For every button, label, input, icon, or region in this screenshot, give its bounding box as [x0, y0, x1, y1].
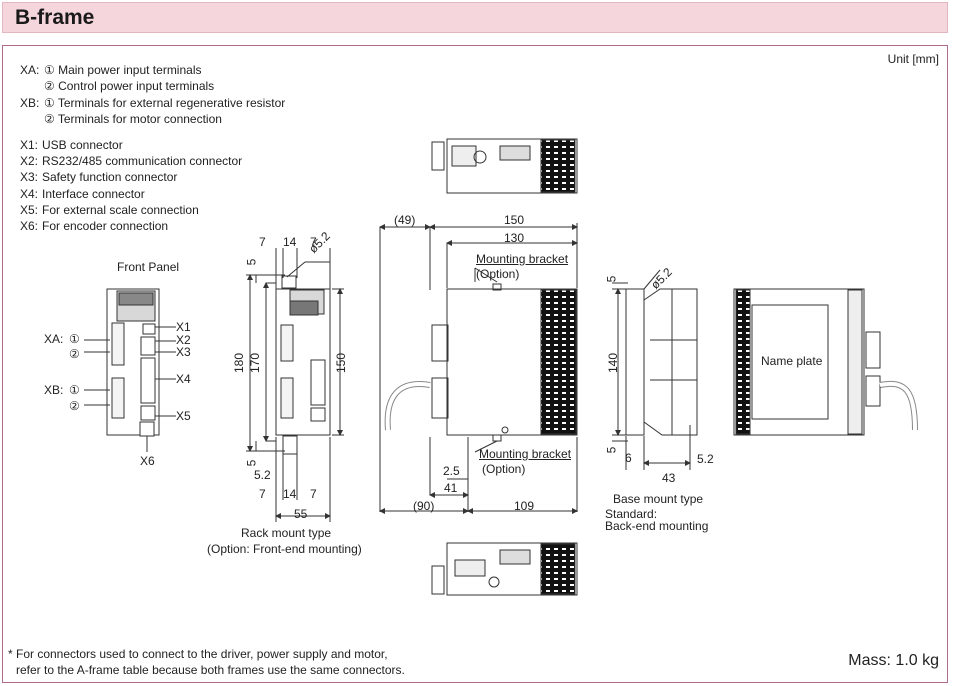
- dim-5-2: 5.2: [697, 452, 714, 466]
- bracket-bottom-label: Mounting bracket: [479, 447, 572, 461]
- dim-55: 55: [294, 507, 308, 521]
- dim-5-2: 5.2: [254, 468, 271, 482]
- x3-label: X3: [176, 345, 191, 359]
- legend-key: X6:: [20, 219, 39, 233]
- dim-170: 170: [248, 352, 263, 374]
- dim-180: 180: [232, 352, 247, 374]
- bracket-top-label: Mounting bracket: [476, 252, 569, 266]
- legend-text: USB connector: [42, 138, 123, 152]
- legend-text: ② Control power input terminals: [44, 79, 215, 93]
- legend-key: X3:: [20, 170, 39, 184]
- front-panel-title: Front Panel: [117, 260, 180, 274]
- dim-140: 140: [606, 352, 621, 374]
- legend-text: Interface connector: [42, 187, 145, 201]
- legend-text: For external scale connection: [42, 203, 199, 217]
- dim-150: 150: [504, 213, 525, 227]
- rack-mount-view: [246, 248, 344, 522]
- dim-130: 130: [504, 231, 525, 245]
- xa-label: XA:: [44, 332, 64, 346]
- dim-6: 6: [625, 451, 632, 465]
- mass-label: Mass: 1.0 kg: [848, 652, 939, 669]
- legend-key: XA:: [20, 63, 40, 77]
- base-caption-standard: Standard:: [605, 507, 658, 521]
- dim-41: 41: [444, 481, 458, 495]
- x1-label: X1: [176, 320, 191, 334]
- legend-key: X5:: [20, 203, 39, 217]
- dim-150: 150: [334, 352, 349, 374]
- xb-c1: ①: [69, 383, 80, 397]
- dim-7: 7: [259, 235, 266, 249]
- dim-14: 14: [283, 235, 297, 249]
- footnote-line-2: refer to the A-frame table because both …: [16, 663, 405, 677]
- dim-7: 7: [310, 487, 317, 501]
- dim-109: 109: [514, 499, 535, 513]
- rack-caption-option: (Option: Front-end mounting): [207, 542, 362, 556]
- dim-5: 5: [604, 446, 619, 454]
- legend-text: RS232/485 communication connector: [42, 154, 243, 168]
- dim-5: 5: [604, 275, 619, 283]
- legend-text: For encoder connection: [42, 219, 169, 233]
- base-mount-view: [612, 269, 698, 470]
- dim-7: 7: [310, 235, 317, 249]
- xa-c2: ②: [69, 347, 80, 361]
- legend-text: ① Main power input terminals: [44, 63, 202, 77]
- bracket-top-option: (Option): [476, 267, 520, 281]
- xb-c2: ②: [69, 399, 80, 413]
- name-plate-label: Name plate: [761, 354, 823, 368]
- dim-49: (49): [394, 213, 416, 227]
- section-title: B-frame: [15, 6, 95, 29]
- bracket-bottom-option: (Option): [482, 462, 526, 476]
- x4-label: X4: [176, 372, 191, 386]
- dim-43: 43: [662, 471, 676, 485]
- base-caption: Base mount type: [613, 492, 704, 506]
- legend-text: Safety function connector: [42, 170, 178, 184]
- x6-label: X6: [140, 454, 155, 468]
- dim-5: 5: [244, 459, 259, 467]
- x5-label: X5: [176, 409, 191, 423]
- rack-caption: Rack mount type: [241, 526, 332, 540]
- legend-key: X2:: [20, 154, 39, 168]
- front-panel-view: [84, 288, 176, 452]
- rear-view: [733, 288, 918, 436]
- side-view: [379, 223, 578, 514]
- base-caption-backend: Back-end mounting: [605, 519, 709, 533]
- dim-5: 5: [244, 258, 259, 266]
- legend-text: ① Terminals for external regenerative re…: [44, 96, 286, 110]
- legend-text: ② Terminals for motor connection: [44, 112, 222, 126]
- xb-label: XB:: [44, 383, 64, 397]
- dim-2-5: 2.5: [443, 464, 460, 478]
- legend-key: XB:: [20, 96, 40, 110]
- dim-90: (90): [413, 499, 435, 513]
- legend-key: X1:: [20, 138, 39, 152]
- footnote-line-1: * For connectors used to connect to the …: [8, 647, 388, 661]
- dim-7: 7: [259, 487, 266, 501]
- diagram-frame: [2, 45, 948, 683]
- section-header: B-frame: [2, 2, 948, 33]
- bottom-view: [431, 542, 578, 596]
- dim-14: 14: [283, 487, 297, 501]
- legend-key: X4:: [20, 187, 39, 201]
- top-view: [431, 138, 578, 194]
- xa-c1: ①: [69, 332, 80, 346]
- unit-label: Unit [mm]: [887, 52, 939, 66]
- x2-label: X2: [176, 333, 191, 347]
